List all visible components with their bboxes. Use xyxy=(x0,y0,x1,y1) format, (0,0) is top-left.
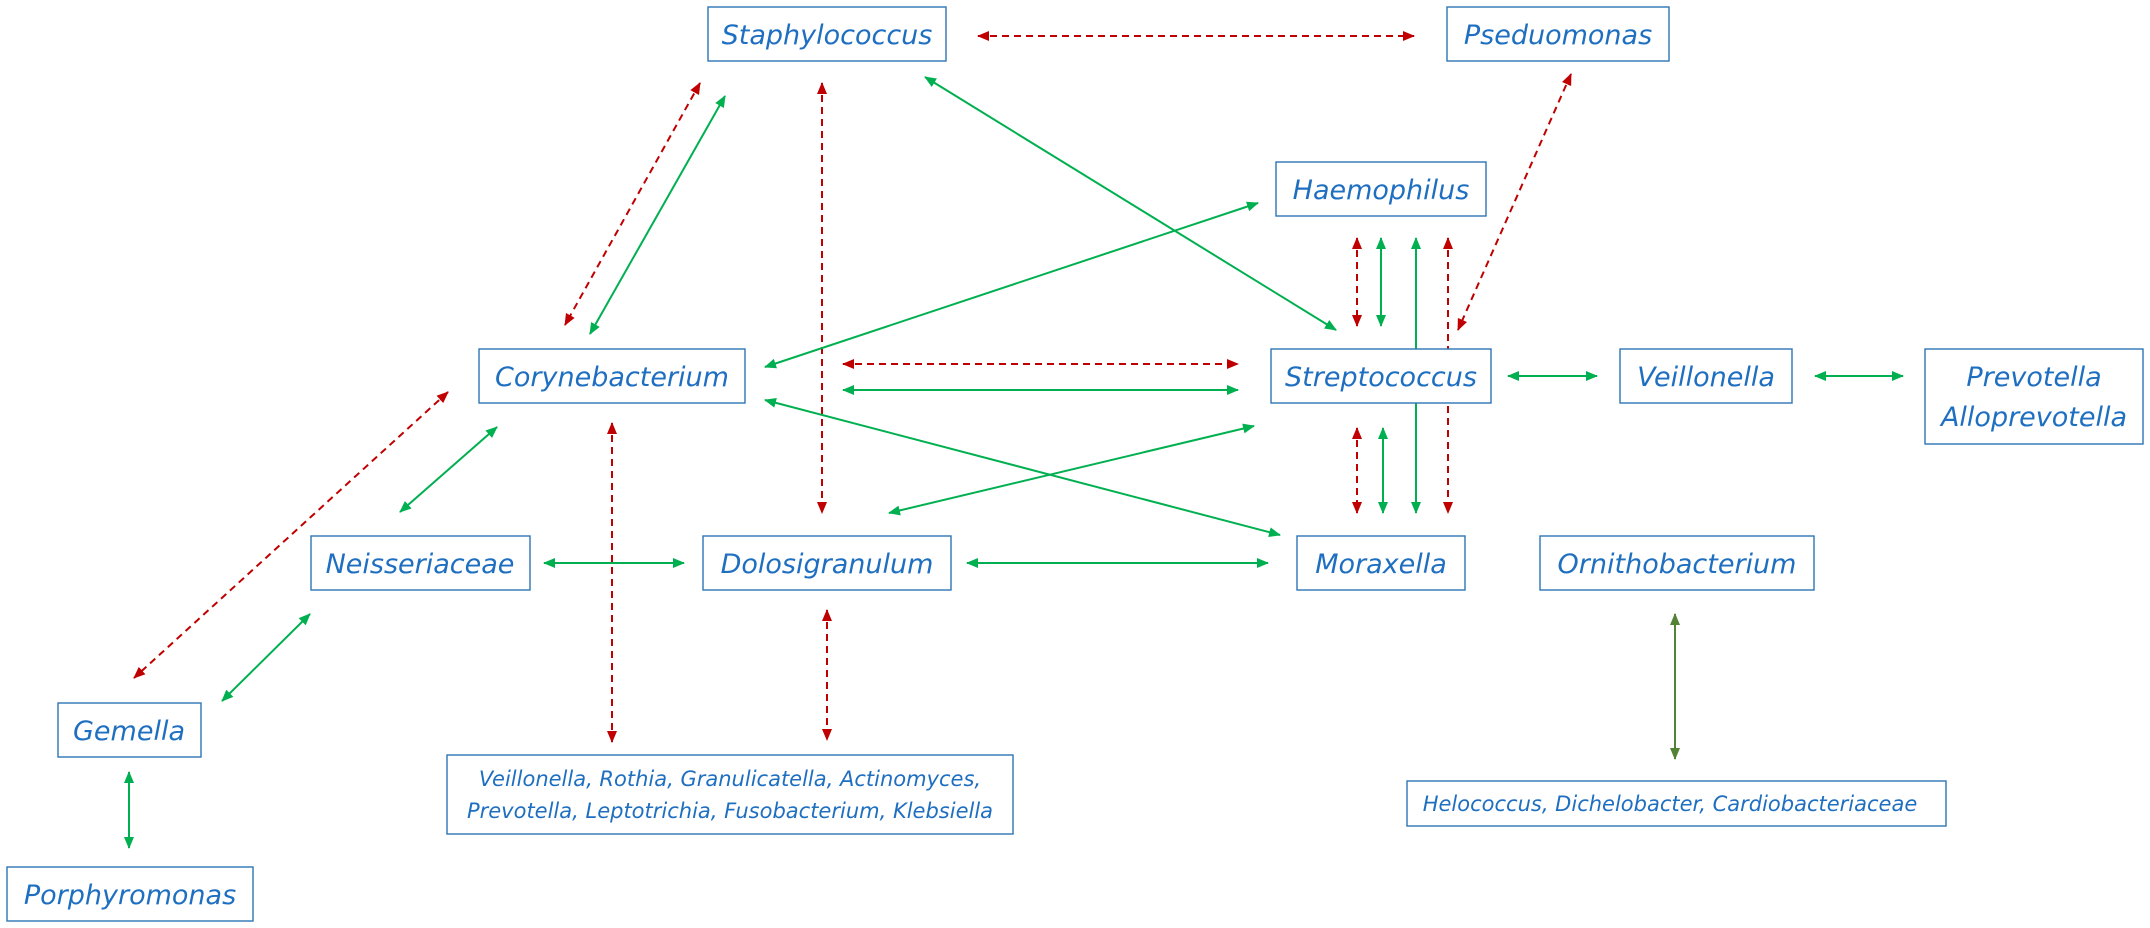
node-ornithobacterium: Ornithobacterium xyxy=(1539,535,1815,591)
node-label: Haemophilus xyxy=(1293,175,1470,206)
node-dolosigranulum: Dolosigranulum xyxy=(702,535,952,591)
node-label: Ornithobacterium xyxy=(1558,549,1797,580)
node-box xyxy=(707,6,947,62)
edges xyxy=(124,31,1904,849)
node-box xyxy=(57,702,202,758)
node-moraxella: Moraxella xyxy=(1296,535,1466,591)
node-gemella: Gemella xyxy=(57,702,202,758)
edge-corynebacterium-gemella-negative xyxy=(133,391,449,679)
node-box xyxy=(1296,535,1466,591)
node-box xyxy=(446,754,1014,835)
node-group-veillonella-rothia: Veillonella, Rothia, Granulicatella, Act… xyxy=(446,754,1014,835)
node-label: Pseduomonas xyxy=(1464,20,1652,51)
node-label: Veillonella xyxy=(1637,362,1775,393)
node-label-line2: Alloprevotella xyxy=(1939,402,2127,433)
node-prevotella-alloprevotella: Prevotella Alloprevotella xyxy=(1924,348,2144,445)
node-label: Dolosigranulum xyxy=(721,549,934,580)
node-box xyxy=(1539,535,1815,591)
edge-neisseriaceae-gemella-positive xyxy=(221,613,311,702)
edge-corynebacterium-moraxella-positive xyxy=(764,397,1281,538)
edge-staphylococcus-corynebacterium-negative xyxy=(564,82,701,326)
node-box xyxy=(1406,780,1947,827)
node-box xyxy=(1275,161,1487,217)
node-neisseriaceae: Neisseriaceae xyxy=(310,535,531,591)
node-pseudomonas: Pseduomonas xyxy=(1446,6,1670,62)
edge-pseudomonas-streptococcus-negative xyxy=(1457,73,1572,331)
node-box xyxy=(1924,348,2144,445)
node-veillonella: Veillonella xyxy=(1619,348,1793,404)
node-label: Moraxella xyxy=(1315,549,1447,580)
node-label: Corynebacterium xyxy=(495,362,729,393)
edge-haemophilus-corynebacterium-positive xyxy=(764,201,1259,369)
node-label: Porphyromonas xyxy=(24,880,236,911)
node-label: Streptococcus xyxy=(1285,362,1477,393)
node-label-line1: Veillonella, Rothia, Granulicatella, Act… xyxy=(479,767,981,791)
node-box xyxy=(310,535,531,591)
node-box xyxy=(1446,6,1670,62)
node-corynebacterium: Corynebacterium xyxy=(478,348,746,404)
node-label-line1: Prevotella xyxy=(1966,362,2101,393)
node-label-line2: Prevotella, Leptotrichia, Fusobacterium,… xyxy=(467,799,993,823)
node-label: Helococcus, Dichelobacter, Cardiobacteri… xyxy=(1423,792,1918,816)
edge-corynebacterium-neisseriaceae-positive xyxy=(399,426,498,513)
node-box xyxy=(6,866,254,922)
node-label: Gemella xyxy=(73,716,185,747)
node-label: Neisseriaceae xyxy=(326,549,515,580)
edge-staphylococcus-corynebacterium-positive xyxy=(589,95,726,335)
node-porphyromonas: Porphyromonas xyxy=(6,866,254,922)
node-box xyxy=(478,348,746,404)
node-streptococcus: Streptococcus xyxy=(1270,348,1492,404)
node-staphylococcus: Staphylococcus xyxy=(707,6,947,62)
node-group-helococcus: Helococcus, Dichelobacter, Cardiobacteri… xyxy=(1406,780,1947,827)
node-box xyxy=(1619,348,1793,404)
node-box xyxy=(1270,348,1492,404)
edge-staphylococcus-streptococcus-positive xyxy=(924,76,1337,331)
node-label: Staphylococcus xyxy=(722,20,933,51)
edge-streptococcus-dolosigranulum-positive xyxy=(888,423,1255,516)
node-haemophilus: Haemophilus xyxy=(1275,161,1487,217)
node-box xyxy=(702,535,952,591)
